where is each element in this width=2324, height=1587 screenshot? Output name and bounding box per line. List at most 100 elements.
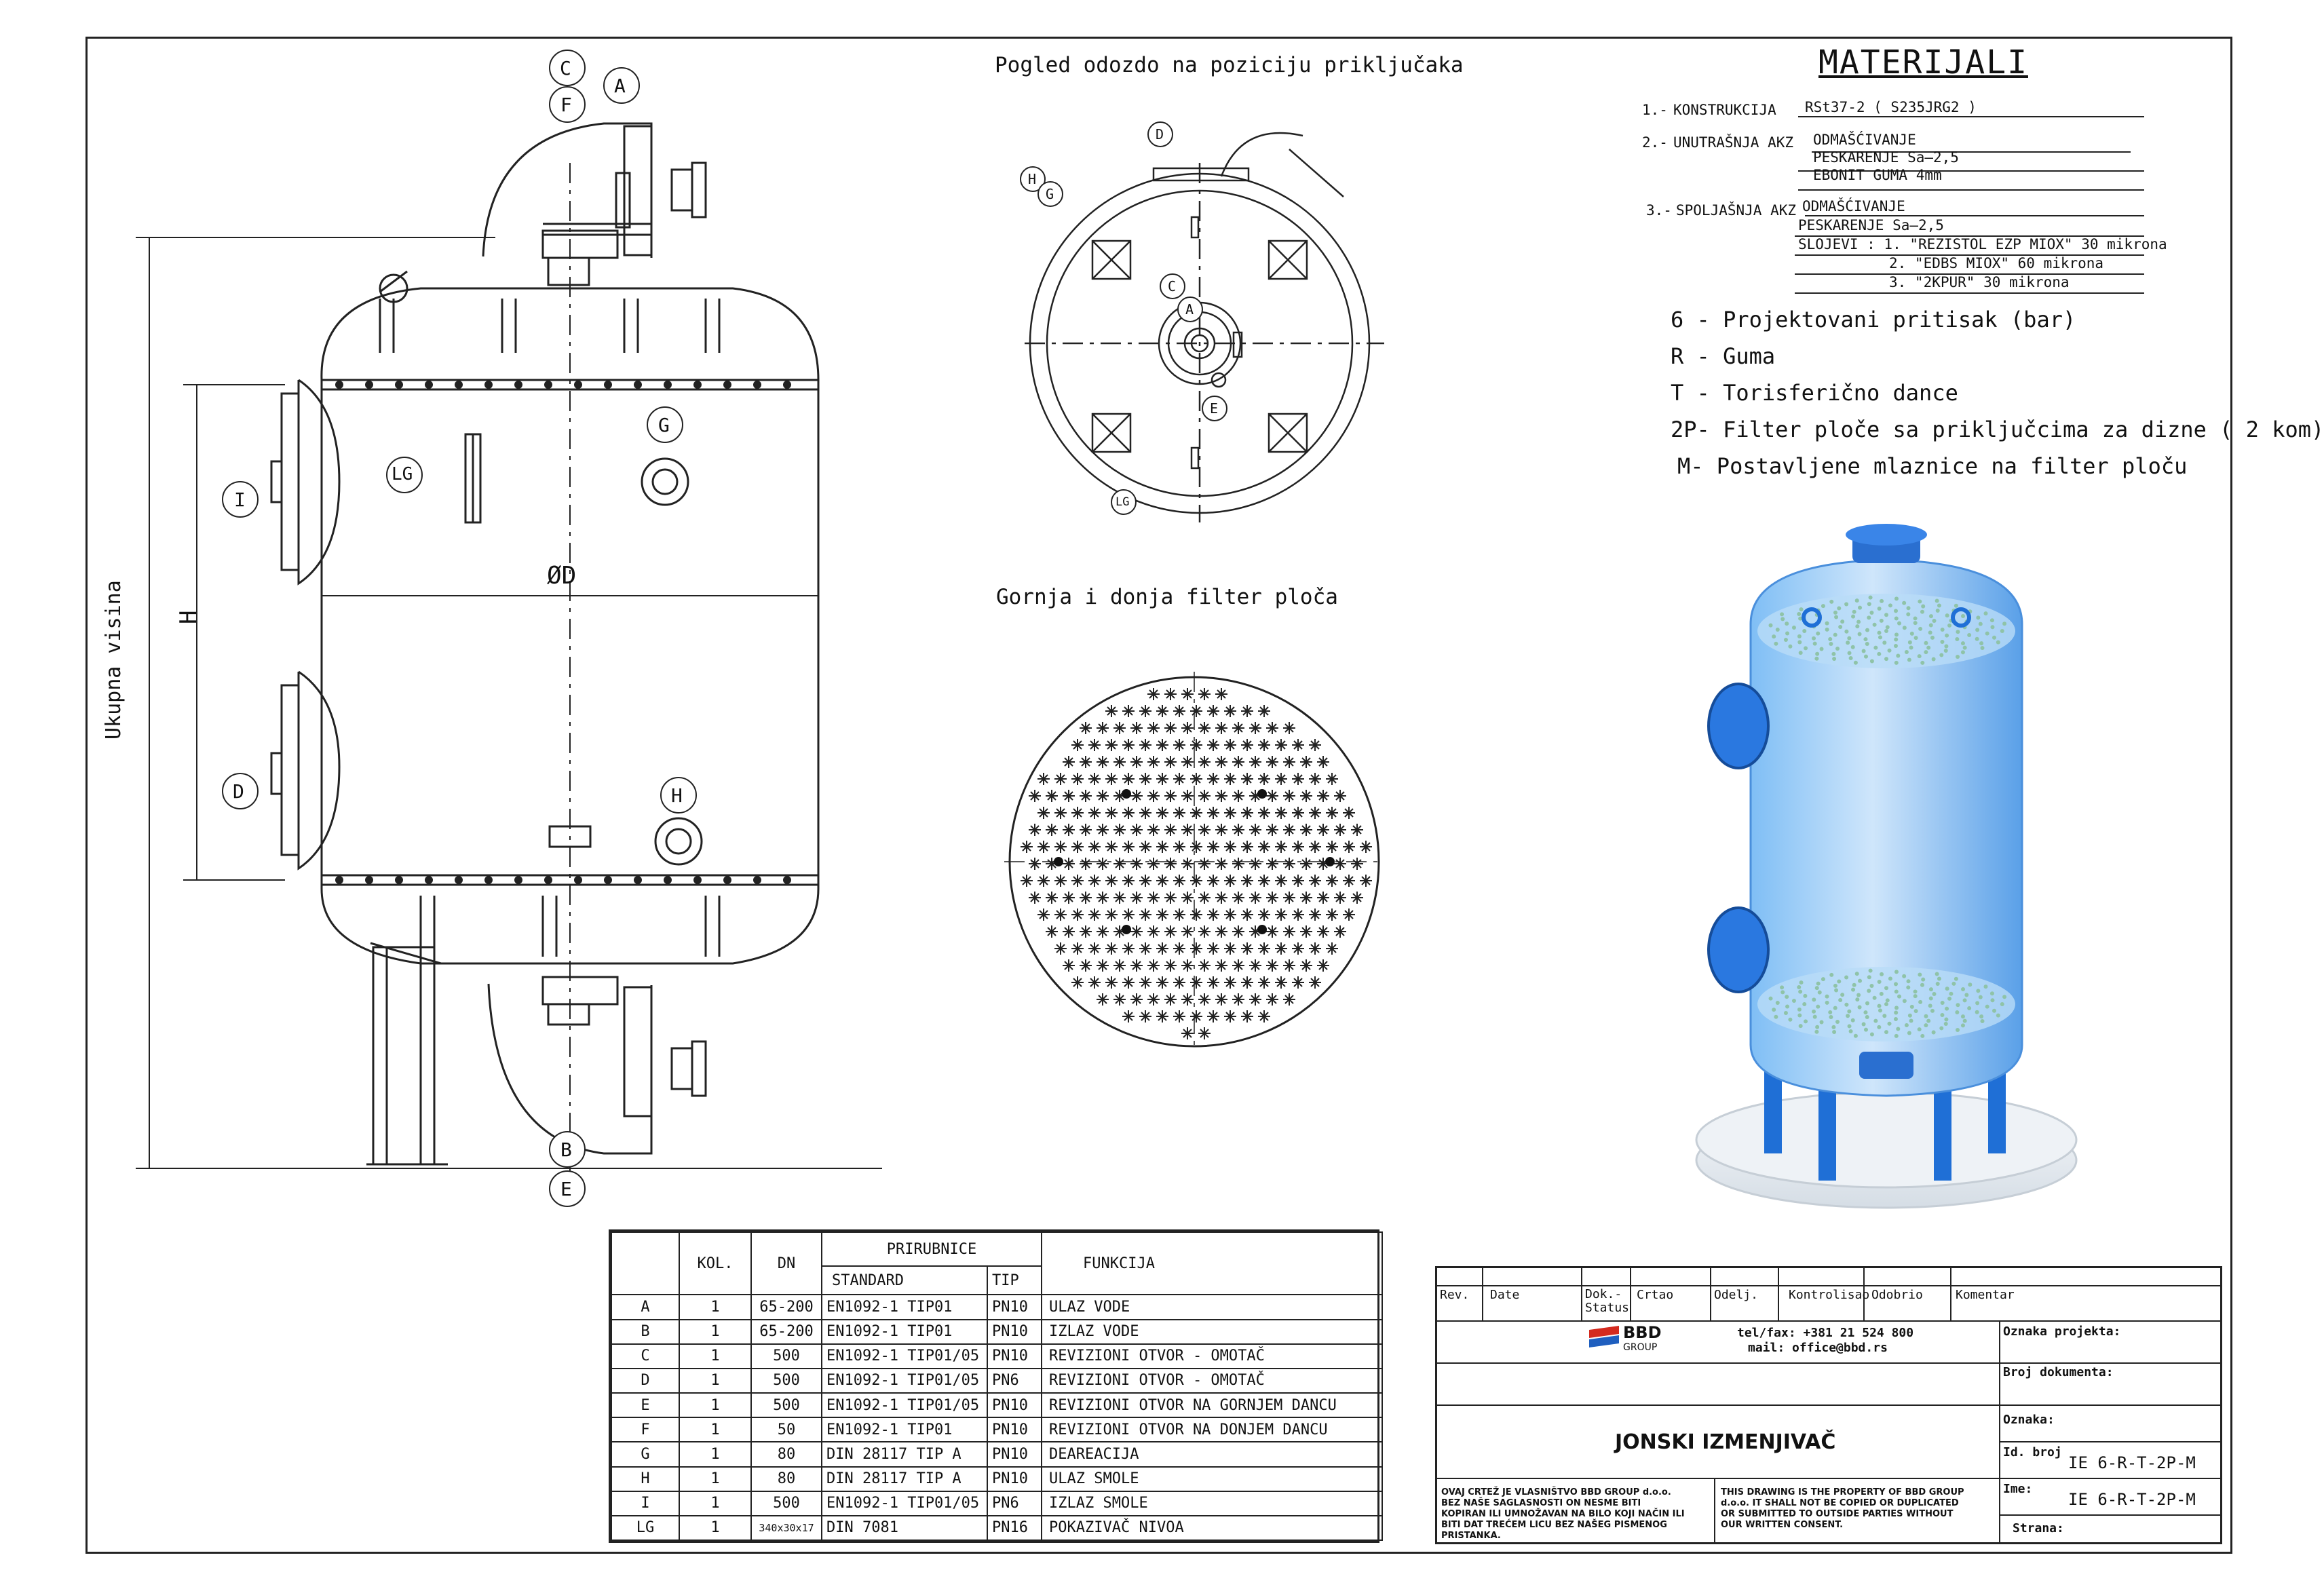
cell-tip: PN16: [986, 1514, 1043, 1542]
cell-kol: 1: [679, 1466, 752, 1492]
nozzle-speck: [1921, 604, 1926, 609]
nozzle-mark: [1232, 959, 1245, 972]
cell-funkcija: REVIZIONI OTVOR NA GORNJEM DANCU: [1041, 1392, 1384, 1419]
nozzle-mark: [1181, 721, 1194, 735]
nozzle-mark: [1232, 857, 1245, 871]
nozzle-mark: [1028, 823, 1042, 837]
nozzle-mark: [1130, 993, 1143, 1006]
cell-dn: 65-200: [750, 1294, 822, 1320]
nozzle-mark: [1249, 959, 1262, 972]
nozzle-mark: [1181, 925, 1194, 938]
nozzle-speck: [1944, 1017, 1949, 1022]
nozzle-mark: [1037, 806, 1050, 820]
nozzle-speck: [1844, 1002, 1849, 1007]
nozzle-mark: [1316, 925, 1330, 938]
callout-e: E: [560, 1178, 572, 1200]
nozzle-mark: [1265, 721, 1279, 735]
nozzle-speck: [1909, 1018, 1913, 1023]
nozzle-speck: [1962, 645, 1967, 650]
nozzle-speck: [2000, 1002, 2004, 1006]
nozzle-speck: [1961, 614, 1966, 619]
nozzle-mark: [1265, 925, 1279, 938]
nozzle-speck: [1887, 1021, 1892, 1026]
tb-header-date: Date: [1490, 1288, 1520, 1302]
header-funkcija: FUNKCIJA: [1041, 1231, 1384, 1296]
company-sub: GROUP: [1623, 1342, 1658, 1353]
nozzle-mark: [1062, 857, 1075, 871]
nozzle-mark: [1130, 891, 1143, 904]
nozzle-speck: [1837, 606, 1842, 611]
cell-dn: 80: [750, 1441, 822, 1468]
nozzle-mark: [1156, 1010, 1169, 1023]
nozzle-mark: [1071, 772, 1084, 786]
nozzle-speck: [1854, 972, 1859, 976]
nozzle-mark: [1037, 908, 1050, 921]
nozzle-mark: [1308, 874, 1322, 887]
nozzle-mark: [1257, 942, 1271, 955]
nozzle-speck: [1920, 609, 1924, 614]
nozzle-mark: [1181, 755, 1194, 769]
nozzle-mark: [1113, 891, 1126, 904]
nozzle-speck: [1774, 641, 1778, 646]
nozzle-mark: [1215, 721, 1228, 735]
nozzle-speck: [1990, 998, 1995, 1003]
cell-id: G: [611, 1441, 680, 1468]
nozzle-mark: [1173, 874, 1186, 887]
nozzle-mark: [1198, 925, 1211, 938]
nozzle-speck: [1939, 653, 1944, 657]
nozzle-mark: [1122, 704, 1135, 718]
nozzle-mark: [1079, 891, 1092, 904]
total-height-label: Ukupna visina: [102, 580, 126, 740]
nozzle-mark: [1359, 874, 1373, 887]
nozzle-speck: [1885, 625, 1890, 630]
nozzle-speck: [1815, 1025, 1820, 1029]
cell-tip: PN10: [986, 1441, 1043, 1468]
cell-kol: 1: [679, 1367, 752, 1394]
nozzle-speck: [1907, 657, 1911, 662]
nozzle-speck: [1804, 1019, 1808, 1024]
cell-standard: EN1092-1 TIP01/05: [821, 1490, 988, 1516]
nozzle-speck: [1821, 977, 1825, 982]
tb-header-komentar: Komentar: [1956, 1288, 2015, 1302]
nozzle-speck: [1928, 614, 1933, 619]
tb-header-crtao: Crtao: [1637, 1288, 1674, 1302]
drawing-frame: [85, 37, 2232, 1554]
nozzle-speck: [1825, 994, 1829, 999]
field-oznaka-projekta: Oznaka projekta:: [2003, 1324, 2121, 1339]
nozzle-speck: [1783, 1010, 1788, 1015]
nozzle-mark: [1223, 840, 1237, 854]
nozzle-mark: [1156, 772, 1169, 786]
nozzle-mark: [1147, 857, 1160, 871]
nozzle-mark: [1308, 772, 1322, 786]
material-3-line-5: 3. "2KPUR" 30 mikrona: [1889, 274, 2070, 290]
nozzle-speck: [1897, 621, 1902, 626]
nozzle-speck: [1884, 657, 1888, 662]
cell-kol: 1: [679, 1318, 752, 1345]
nozzle-speck: [1772, 634, 1776, 639]
flange-table: KOL. DN PRIRUBNICE FUNKCIJA STANDARD TIP…: [609, 1229, 1384, 1543]
nozzle-mark: [1274, 772, 1288, 786]
nozzle-mark: [1122, 942, 1135, 955]
nozzle-speck: [1785, 995, 1789, 999]
nozzle-speck: [2002, 622, 2007, 626]
nozzle-mark: [1308, 942, 1322, 955]
nozzle-mark: [1325, 874, 1339, 887]
nozzle-speck: [1835, 1020, 1840, 1025]
nozzle-mark: [1342, 806, 1356, 820]
note-1: 6 - Projektovani pritisak (bar): [1671, 307, 2076, 332]
nozzle-mark: [1198, 721, 1211, 735]
nozzle-mark: [1130, 755, 1143, 769]
nozzle-speck: [1913, 1009, 1918, 1014]
nozzle-speck: [1857, 632, 1862, 636]
nozzle-speck: [1906, 606, 1911, 611]
nozzle-mark: [1122, 1010, 1135, 1023]
nozzle-speck: [1869, 1032, 1874, 1037]
nozzle-speck: [1885, 998, 1890, 1003]
nozzle-speck: [1956, 630, 1960, 634]
nozzle-speck: [1869, 983, 1874, 988]
nozzle-mark: [1062, 959, 1075, 972]
nozzle-mark: [1173, 1010, 1186, 1023]
